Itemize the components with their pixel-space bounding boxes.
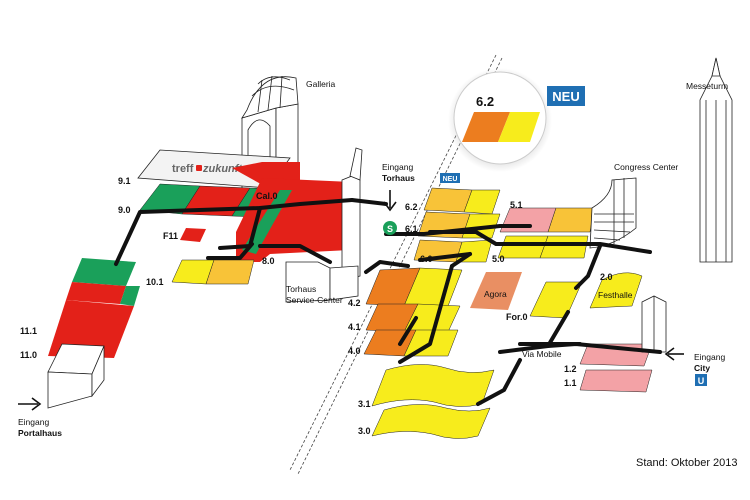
messeturm-label: Messeturm <box>686 81 728 91</box>
hall-8-0-label: 8.0 <box>262 256 275 266</box>
sbahn-icon: S <box>383 221 397 235</box>
walkway-paths <box>114 198 662 406</box>
hall-9-1-label: 9.1 <box>118 176 131 186</box>
hall-6-0-label: 6.0 <box>420 254 433 264</box>
hall-4-2-label: 4.2 <box>348 298 361 308</box>
hall-1-2-label: 1.2 <box>564 364 577 374</box>
messeturm-building <box>699 57 733 263</box>
via-mobile-label: Via Mobile <box>522 349 562 359</box>
svg-text:NEU: NEU <box>443 176 458 183</box>
congress-center-label: Congress Center <box>614 162 678 172</box>
hall-cal0-label: Cal.0 <box>256 191 278 201</box>
svg-text:S: S <box>387 224 393 234</box>
hall-6-1-label: 6.1 <box>405 224 418 234</box>
entrance-portal-name: Portalhaus <box>18 428 62 438</box>
building-labels: Galleria Messeturm Congress Center Torha… <box>256 79 728 359</box>
hall-6[interactable] <box>413 187 501 263</box>
congress-center-building <box>589 177 637 249</box>
hall-2-0-label: 2.0 <box>600 272 613 282</box>
torhaus-label-1: Torhaus <box>286 284 316 294</box>
festhalle-building[interactable] <box>589 272 643 309</box>
festhalle-label: Festhalle <box>598 290 633 300</box>
entrance-labels: Eingang Torhaus Eingang City Eingang Por… <box>18 162 725 438</box>
hall-4-0-label: 4.0 <box>348 346 361 356</box>
hall-3-0-label: 3.0 <box>358 426 371 436</box>
ubahn-icon: U <box>695 374 707 386</box>
hall-11-1-label: 11.1 <box>20 326 37 336</box>
stand-date: Stand: Oktober 2013 <box>636 457 738 469</box>
svg-text:NEU: NEU <box>552 89 579 104</box>
entrance-torhaus-word: Eingang <box>382 162 413 172</box>
entrance-city-name: City <box>694 363 710 373</box>
entrance-arrow-icons <box>18 190 684 411</box>
hall-5-0-label: 5.0 <box>492 254 505 264</box>
galleria-label: Galleria <box>306 79 336 89</box>
entrance-torhaus-name: Torhaus <box>382 173 415 183</box>
hall-10-1-label: 10.1 <box>146 277 164 287</box>
agora-label: Agora <box>484 289 507 299</box>
svg-text:zukunft: zukunft <box>202 163 243 175</box>
svg-text:U: U <box>698 376 705 386</box>
agora-area[interactable] <box>470 272 522 310</box>
zoom-highlight: 6.2 <box>448 68 552 172</box>
entrance-portal-word: Eingang <box>18 417 49 427</box>
hall-3[interactable] <box>371 364 495 439</box>
zoom-label: 6.2 <box>476 94 494 109</box>
hall-11-0-label: 11.0 <box>20 350 37 360</box>
hall-1-1-label: 1.1 <box>564 378 577 388</box>
hall-labels: 9.1 9.0 F11 8.0 10.1 11.1 11.0 6.2 6.1 6… <box>20 176 613 436</box>
neu-badge-large: NEU <box>547 86 585 106</box>
hall-9-1[interactable]: treff zukunft <box>137 149 300 189</box>
hall-f11-label: F11 <box>163 231 178 241</box>
hall-11[interactable] <box>48 258 140 358</box>
treffzukunft-logo: treff zukunft <box>172 163 243 175</box>
torhaus-label-2: Service-Center <box>286 295 343 305</box>
svg-text:treff: treff <box>172 163 194 175</box>
hall-10-1[interactable] <box>171 259 255 285</box>
hall-5-1-label: 5.1 <box>510 200 523 210</box>
hall-4-1-label: 4.1 <box>348 322 361 332</box>
portalhaus-building <box>47 343 105 409</box>
hall-forum-label: For.0 <box>506 312 528 322</box>
city-tower <box>641 295 667 353</box>
entrance-city-word: Eingang <box>694 352 725 362</box>
hall-5[interactable] <box>497 207 595 259</box>
hall-6-2-label: 6.2 <box>405 202 418 212</box>
neu-badge-small: NEU <box>440 173 460 183</box>
hall-9-0-label: 9.0 <box>118 205 131 215</box>
hall-3-1-label: 3.1 <box>358 399 371 409</box>
hall-f11[interactable] <box>180 228 206 242</box>
